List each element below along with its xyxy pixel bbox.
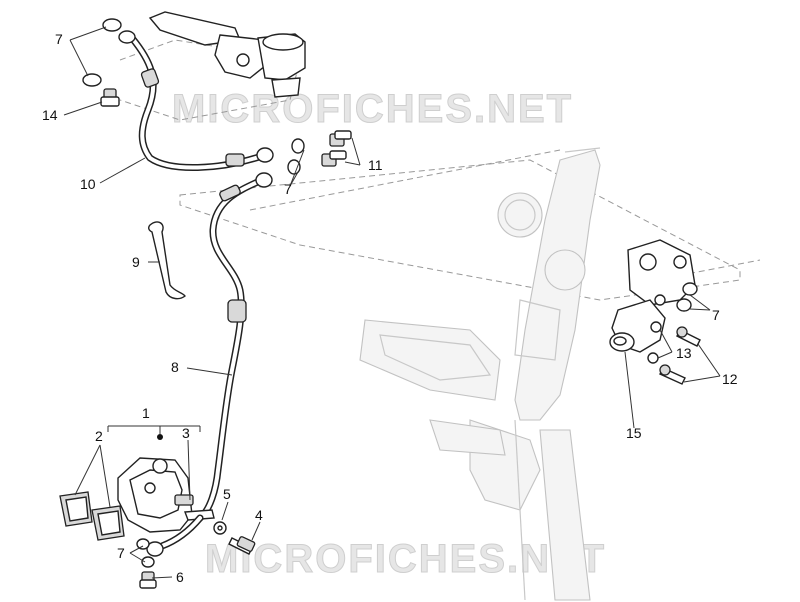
callout-4: 4 — [255, 507, 263, 523]
brake-caliper — [117, 434, 215, 533]
sealing-washers-top — [82, 18, 122, 87]
callout-12: 12 — [722, 371, 738, 387]
caliper-hose-end — [136, 514, 204, 568]
callout-1: 1 — [142, 405, 150, 421]
hose-clip-9 — [148, 221, 186, 300]
master-cylinder-clamp-15 — [609, 239, 696, 353]
callout-2: 2 — [95, 428, 103, 444]
callout-13: 13 — [676, 345, 692, 361]
callout-11: 11 — [368, 157, 383, 173]
brake-pads — [59, 491, 125, 541]
callout-6: 6 — [176, 569, 184, 585]
upper-brake-hose — [118, 30, 274, 172]
screw-4 — [228, 536, 256, 555]
bleeder-bolt-6 — [139, 571, 157, 589]
banjo-bolt-14 — [100, 88, 120, 107]
callout-labels: 7 14 10 9 8 7 11 7 13 12 15 1 2 3 5 4 7 … — [42, 31, 738, 585]
ghost-steering-frame — [359, 147, 601, 601]
callout-7-middle: 7 — [284, 181, 292, 197]
callout-9: 9 — [132, 254, 140, 270]
clamp-washers-13 — [647, 321, 662, 364]
banjo-bolts-11 — [287, 130, 352, 175]
washer-5 — [213, 521, 227, 535]
callout-leader-lines — [63, 26, 721, 579]
watermark-lower: MICROFICHES.NET — [205, 537, 606, 581]
brake-hose-8 — [196, 172, 273, 522]
brake-lever-master-cylinder — [148, 11, 306, 98]
watermark-upper: MICROFICHES.NET — [172, 87, 573, 131]
callout-7-right: 7 — [712, 307, 720, 323]
callout-15: 15 — [626, 425, 642, 441]
callout-8: 8 — [171, 359, 179, 375]
callout-3: 3 — [182, 425, 190, 441]
callout-5: 5 — [223, 486, 231, 502]
callout-14: 14 — [42, 107, 58, 123]
caliper-reference-dot — [157, 434, 163, 440]
callout-10: 10 — [80, 176, 96, 192]
clamp-screws-12 — [659, 326, 701, 385]
callout-7-bottom: 7 — [117, 545, 125, 561]
callout-7-top: 7 — [55, 31, 63, 47]
